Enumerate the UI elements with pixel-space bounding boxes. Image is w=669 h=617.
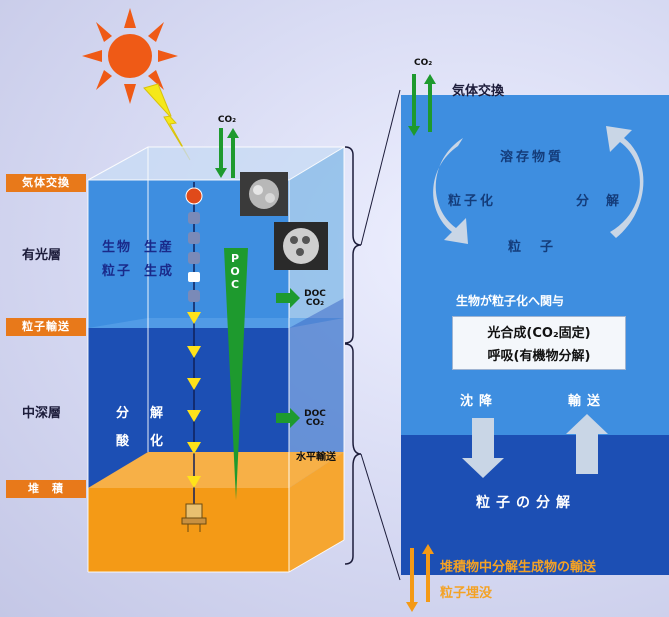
decomp-b1: 酸 xyxy=(116,434,133,449)
poc-wedge xyxy=(224,248,248,500)
surface-plane xyxy=(88,147,344,180)
right-gas-exchange-label: 気体交換 xyxy=(452,84,505,99)
doc-arrow-upper xyxy=(276,288,300,308)
right-upper-panel xyxy=(401,95,669,435)
production-col2-a: 生産 xyxy=(144,240,175,255)
decomp-a1: 分 xyxy=(116,406,133,421)
sediment-transport-label: 堆積物中分解生成物の輸送 xyxy=(440,560,597,575)
doc-upper-label: DOC CO₂ xyxy=(302,290,328,308)
bio-involvement-label: 生物が粒子化へ関与 xyxy=(456,294,565,308)
particle-chain xyxy=(185,182,203,520)
decomposition-curve-arrow xyxy=(606,126,644,238)
photosynthesis-label: 光合成(CO₂固定) xyxy=(487,326,591,341)
plankton-micrograph-1 xyxy=(240,172,288,216)
label-sediment: 堆 積 xyxy=(6,480,86,498)
transport-label: 輸送 xyxy=(568,394,607,409)
sinking-label: 沈降 xyxy=(460,394,499,409)
right-deep-panel xyxy=(401,435,669,575)
doc-lower-label: DOC CO₂ xyxy=(302,410,328,428)
particle-burial-label: 粒子埋没 xyxy=(440,586,493,601)
process-box: 光合成(CO₂固定) 呼吸(有機物分解) xyxy=(452,316,626,370)
plankton-micrograph-2 xyxy=(274,222,328,270)
left-co2-label: CO₂ xyxy=(217,115,237,125)
sinking-arrow xyxy=(462,418,504,478)
label-mesopelagic-zone: 中深層 xyxy=(22,406,62,421)
decomp-a2: 解 xyxy=(150,406,167,421)
production-col1-b: 粒子 xyxy=(102,264,133,279)
decomp-b2: 化 xyxy=(150,434,167,449)
particle-label: 粒 子 xyxy=(508,240,557,255)
particulation-curve-arrow xyxy=(433,138,468,244)
label-particle-transport: 粒子輸送 xyxy=(6,318,86,336)
transport-arrow xyxy=(566,414,608,474)
particle-decomposition-label: 粒子の分解 xyxy=(476,495,576,511)
doc-upper-doc: DOC xyxy=(304,289,326,299)
respiration-label: 呼吸(有機物分解) xyxy=(487,349,591,364)
right-co2-label: CO₂ xyxy=(414,58,433,68)
horizontal-transport-label: 水平輸送 xyxy=(296,452,336,463)
doc-arrow-lower xyxy=(276,408,300,428)
production-col1-a: 生物 xyxy=(102,240,133,255)
doc-lower-doc: DOC xyxy=(304,409,326,419)
lightning-icon xyxy=(143,83,191,161)
co2-exchange-arrows xyxy=(215,128,239,178)
poc-label: POC xyxy=(230,252,240,291)
label-gas-exchange: 気体交換 xyxy=(6,174,86,192)
doc-upper-co2: CO₂ xyxy=(305,298,325,308)
sun-icon xyxy=(82,8,178,104)
particulation-label: 粒子化 xyxy=(448,194,497,209)
sediment-exchange-arrows xyxy=(406,544,434,612)
dissolved-matter-label: 溶存物質 xyxy=(500,150,565,165)
decomposition-label: 分 解 xyxy=(576,194,622,209)
production-col2-b: 生成 xyxy=(144,264,175,279)
doc-lower-co2: CO₂ xyxy=(305,418,325,428)
sediment-trap-icon xyxy=(181,503,207,532)
label-euphotic-zone: 有光層 xyxy=(22,248,62,263)
